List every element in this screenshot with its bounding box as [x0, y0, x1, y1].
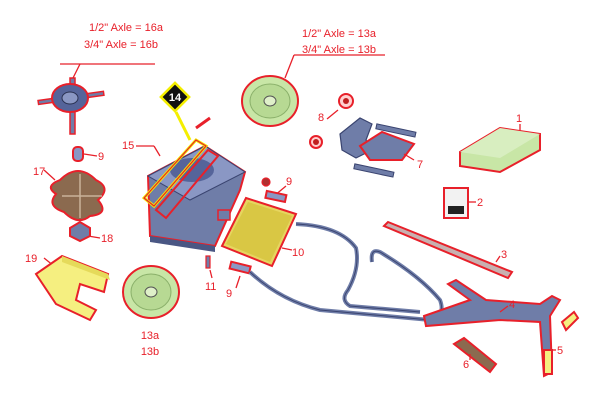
callout-10: 10	[292, 247, 304, 259]
part-2-label[interactable]	[443, 187, 476, 219]
callout-7: 7	[417, 159, 423, 171]
callout-9-middle: 9	[286, 176, 292, 188]
part-8-knobs[interactable]	[309, 93, 354, 149]
part-9-lower[interactable]	[228, 260, 252, 289]
part-9-middle[interactable]	[261, 177, 288, 204]
callout-axle-13a: 1/2" Axle = 13a	[302, 28, 377, 40]
callout-13a: 13a	[141, 330, 160, 342]
callout-4: 4	[509, 299, 515, 311]
part-10-mesh[interactable]	[220, 196, 298, 268]
callout-axle-16a: 1/2" Axle = 16a	[89, 22, 164, 34]
callout-5: 5	[557, 345, 563, 357]
callout-15: 15	[122, 140, 134, 152]
part-13-wheel-top[interactable]	[241, 54, 385, 127]
callout-1: 1	[516, 113, 522, 125]
part-3-bar[interactable]	[382, 220, 514, 280]
part-6-clip[interactable]	[452, 336, 498, 374]
callout-14: 14	[169, 92, 182, 104]
part-18-cap[interactable]	[69, 220, 101, 243]
callout-axle-13b: 3/4" Axle = 13b	[302, 44, 376, 56]
part-16-hub[interactable]	[37, 63, 155, 135]
callout-9-lower: 9	[226, 288, 232, 300]
part-5-grips[interactable]	[543, 310, 580, 375]
callout-18: 18	[101, 233, 113, 245]
part-9-left[interactable]	[72, 146, 98, 162]
callout-9-left: 9	[98, 151, 104, 163]
callout-13b: 13b	[141, 346, 159, 358]
callout-2: 2	[477, 197, 483, 209]
part-7-bracket[interactable]	[339, 117, 417, 178]
part-13-wheel-bottom[interactable]	[122, 265, 180, 319]
callout-6: 6	[463, 359, 469, 371]
part-14-badge[interactable]: 14	[159, 81, 192, 141]
part-19-bracket[interactable]	[34, 254, 110, 322]
part-15-frame[interactable]	[136, 116, 220, 220]
part-11-pin[interactable]	[205, 209, 231, 279]
part-1-block[interactable]	[459, 124, 541, 174]
part-17-pad[interactable]	[43, 169, 106, 222]
callout-11: 11	[205, 281, 216, 293]
callout-19: 19	[25, 253, 37, 265]
part-4-frame[interactable]	[422, 278, 562, 378]
callout-3: 3	[501, 249, 507, 261]
callout-17: 17	[33, 166, 45, 178]
callout-8: 8	[318, 112, 324, 124]
handle-tube[interactable]	[248, 222, 444, 323]
callout-axle-16b: 3/4" Axle = 16b	[84, 39, 158, 51]
